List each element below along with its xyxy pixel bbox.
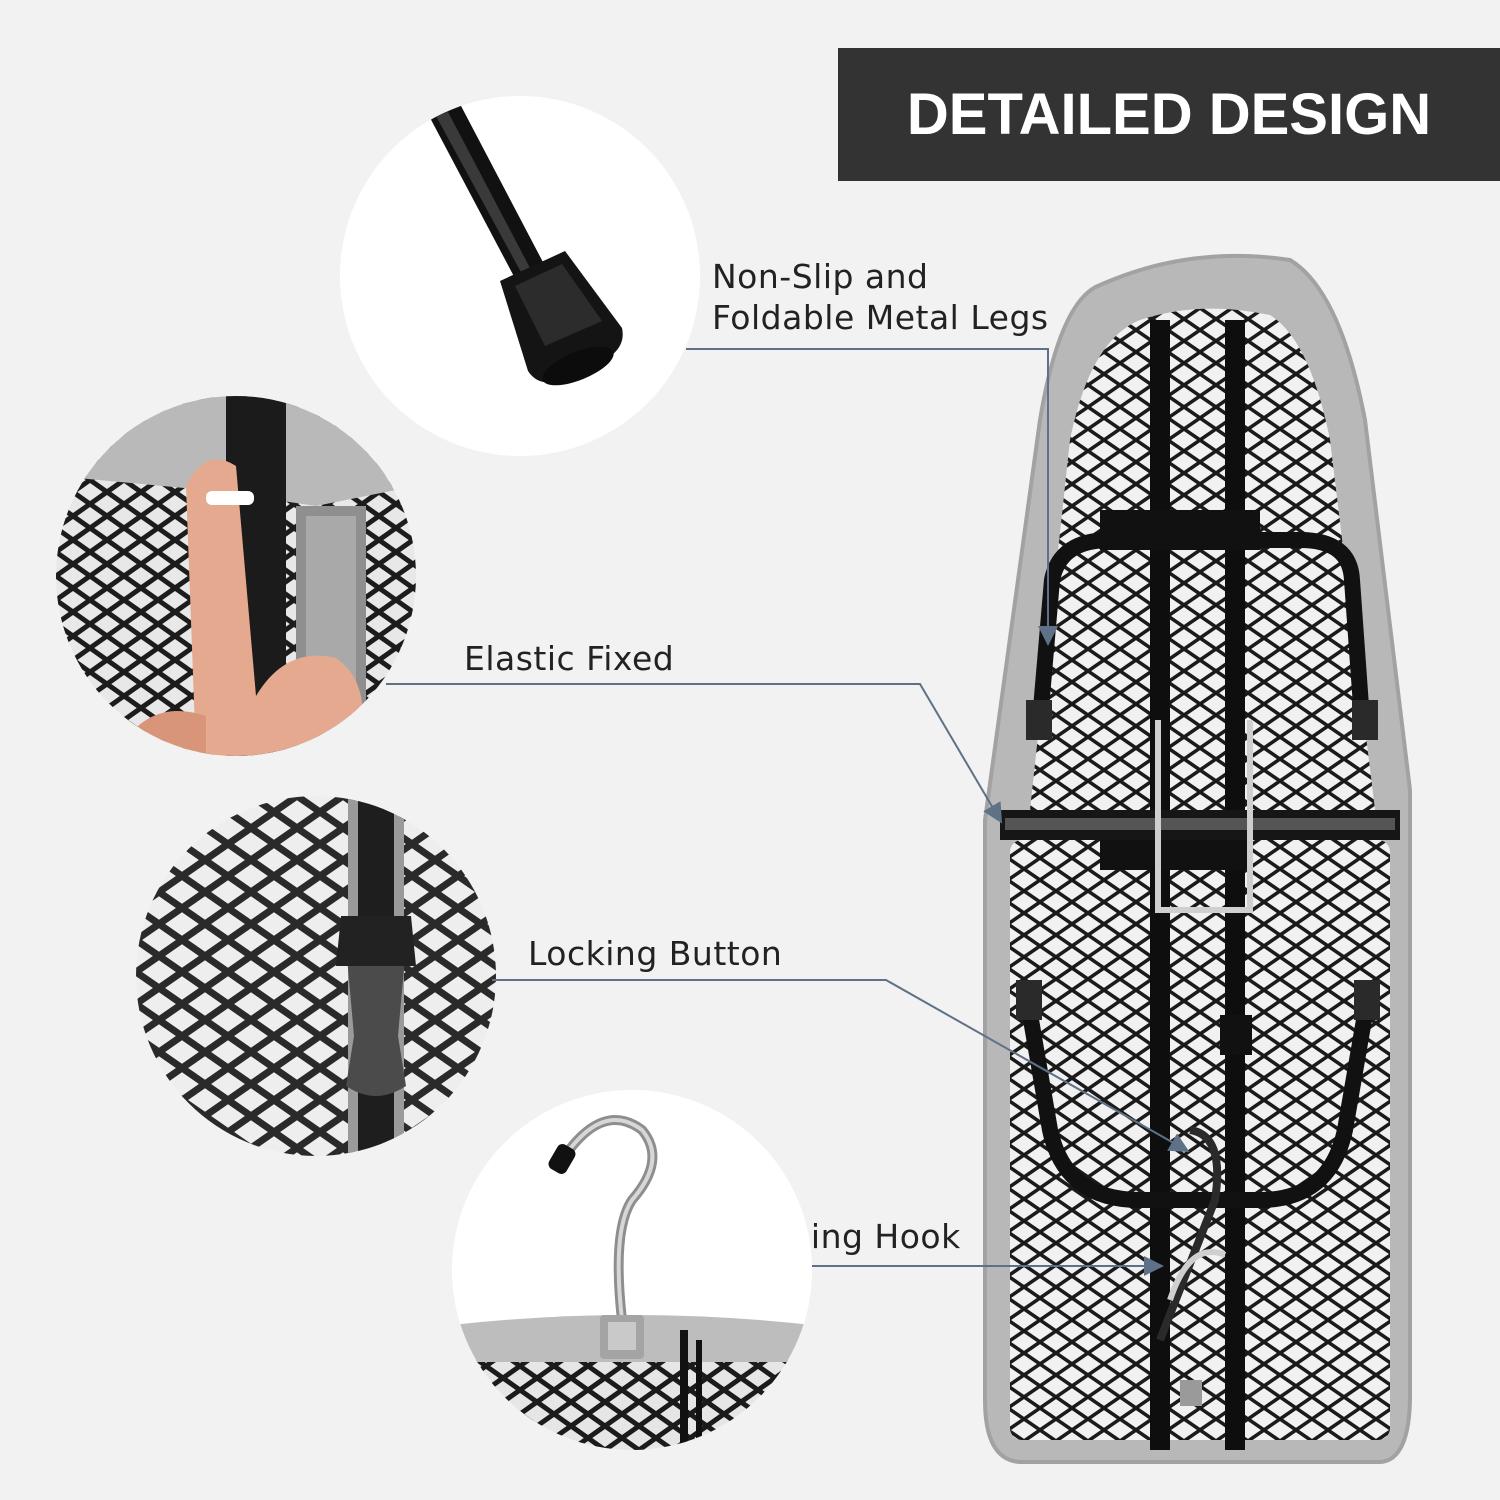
title-banner: DETAILED DESIGN (838, 48, 1500, 181)
leader-line-elastic (386, 683, 1003, 824)
leader-line-locking (492, 979, 1190, 1152)
feature-label-locking: Locking Button (528, 934, 783, 973)
board-mesh-top (1030, 308, 1375, 810)
hanging-hook-icon (452, 1090, 812, 1450)
board-mesh-bottom (1010, 840, 1390, 1440)
feature-label-legs-line2: Foldable Metal Legs (712, 298, 1049, 337)
feature-label-legs: Non-Slip and Foldable Metal Legs (712, 256, 1049, 338)
feature-label-legs-line1: Non-Slip and (712, 257, 929, 296)
leader-line-legs (686, 348, 1058, 646)
hook-detail-circle (452, 1090, 812, 1450)
elastic-detail-circle (56, 396, 416, 756)
leg-foot-icon (340, 96, 700, 456)
leg-detail-circle (340, 96, 700, 456)
banner-title: DETAILED DESIGN (906, 82, 1432, 147)
locking-button-icon (136, 796, 496, 1156)
locking-detail-circle (136, 796, 496, 1156)
elastic-strap-icon (56, 396, 416, 756)
feature-label-elastic: Elastic Fixed (464, 639, 675, 678)
